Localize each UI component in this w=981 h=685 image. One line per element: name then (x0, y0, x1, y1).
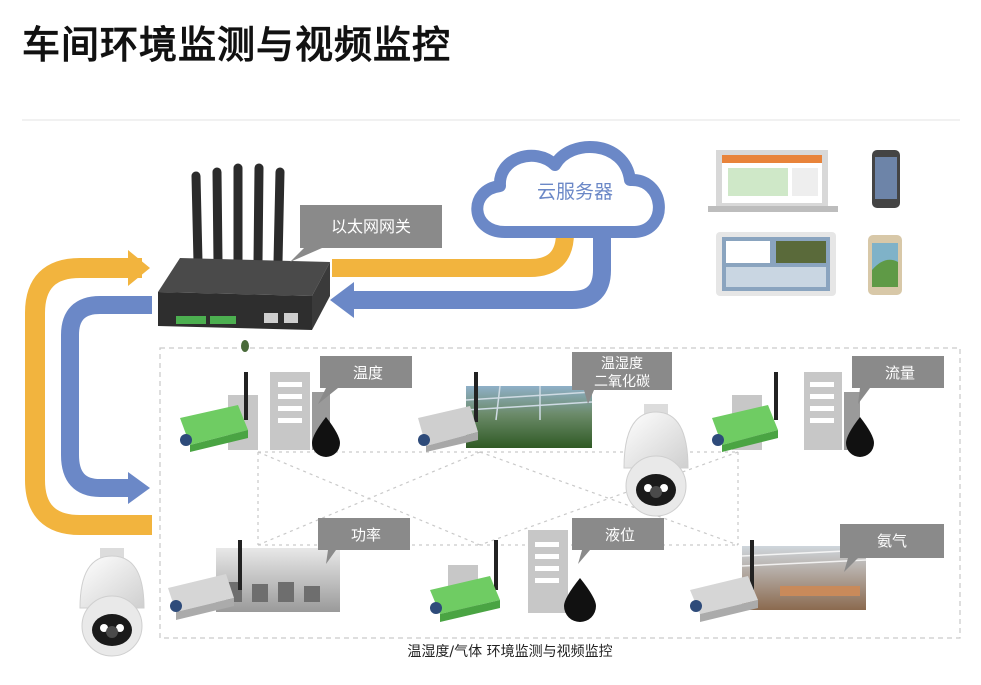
ammonia-node: 氨气 (690, 524, 944, 622)
phone-icon (868, 235, 902, 295)
co2-label-line1: 温湿度 (601, 356, 643, 372)
gateway-icon (158, 163, 330, 352)
downlink-arrow-cloud (352, 210, 611, 309)
droplet-icon (846, 417, 874, 457)
sensor-area-border (159, 347, 961, 639)
temperature-node: 温度 (180, 356, 412, 457)
flow-node: 流量 (712, 356, 944, 457)
figure-caption: 温湿度/气体 环境监测与视频监控 (407, 644, 613, 660)
droplet-icon (564, 578, 596, 622)
flow-label: 流量 (885, 364, 915, 382)
gateway-label: 以太网网关 (331, 217, 411, 236)
cloud-icon (471, 141, 665, 238)
co2-label-line2: 二氧化碳 (594, 374, 650, 390)
power-node: 功率 (168, 518, 410, 620)
level-label: 液位 (605, 526, 635, 544)
temperature-label: 温度 (353, 364, 383, 382)
uplink-arrow-left (25, 258, 152, 535)
factory-photo (216, 548, 340, 612)
tablet-icon (716, 232, 836, 296)
page-title: 车间环境监测与视频监控 (22, 23, 452, 67)
downlink-arrowhead-left (128, 472, 150, 504)
laptop-icon (708, 150, 838, 212)
droplet-icon (312, 417, 340, 457)
level-node: 液位 (430, 518, 664, 622)
uplink-arrowhead-left (128, 250, 150, 286)
phone-icon (872, 150, 900, 208)
camera-icon (79, 548, 145, 657)
co2-node: 温湿度 二氧化碳 (418, 352, 672, 452)
ammonia-label: 氨气 (877, 532, 907, 550)
power-label: 功率 (351, 526, 381, 544)
cloud-label: 云服务器 (537, 181, 613, 203)
camera-icon (623, 404, 689, 517)
